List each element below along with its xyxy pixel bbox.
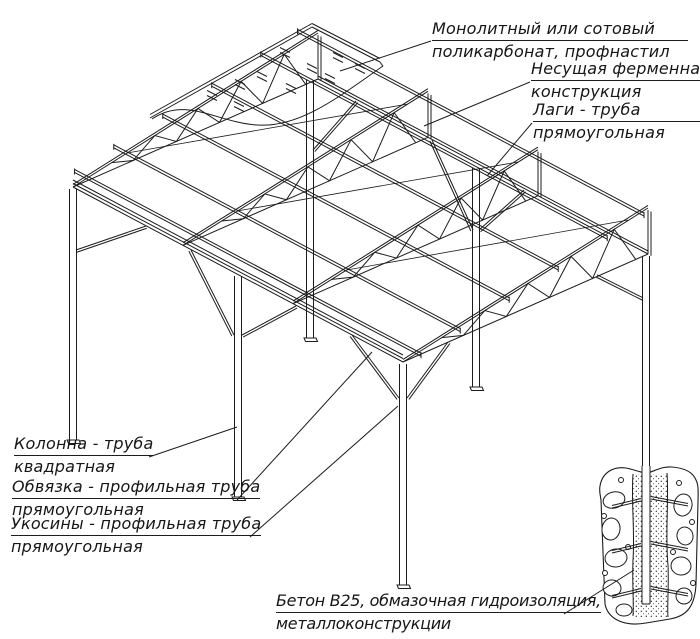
label-purlins-line1: Лаги - труба <box>533 100 700 122</box>
label-purlins-line2: прямоугольная <box>533 123 665 142</box>
concrete-foundation-cutaway <box>599 466 699 625</box>
label-truss: Несущая ферменная конструкция <box>531 59 700 102</box>
label-roofing-line2: поликарбонат, профнастил <box>432 42 670 61</box>
label-foundation: Бетон В25, обмазочная гидроизоляция, мет… <box>276 591 601 634</box>
label-purlins: Лаги - труба прямоугольная <box>533 100 700 143</box>
label-strapping-line1: Обвязка - профильная труба <box>12 477 261 499</box>
label-column: Колонна - труба квадратная <box>14 434 154 477</box>
label-column-line1: Колонна - труба <box>14 434 154 456</box>
label-foundation-line2: металлоконструкции <box>276 614 451 633</box>
label-roofing-line1: Монолитный или сотовый <box>432 19 688 41</box>
label-leader-lines <box>148 40 635 615</box>
label-strapping-line2: прямоугольная <box>12 500 144 519</box>
label-strapping: Обвязка - профильная труба прямоугольная <box>12 477 261 520</box>
roof-trusses <box>72 29 652 363</box>
label-braces-line2: прямоугольная <box>11 537 143 556</box>
roof-purlins <box>74 28 645 359</box>
roof-wind-braces <box>126 103 629 271</box>
columns <box>66 80 650 589</box>
label-column-line2: квадратная <box>14 457 116 476</box>
label-foundation-line1: Бетон В25, обмазочная гидроизоляция, <box>276 591 601 613</box>
label-braces-line1: Укосины - профильная труба <box>11 514 262 536</box>
corner-braces <box>75 100 644 400</box>
label-braces: Укосины - профильная труба прямоугольная <box>11 514 262 557</box>
label-truss-line2: конструкция <box>531 82 642 101</box>
strapping-beams <box>72 75 649 363</box>
polycarbonate-sheet <box>149 23 384 126</box>
label-roofing: Монолитный или сотовый поликарбонат, про… <box>432 19 688 62</box>
label-truss-line1: Несущая ферменная <box>531 59 700 81</box>
